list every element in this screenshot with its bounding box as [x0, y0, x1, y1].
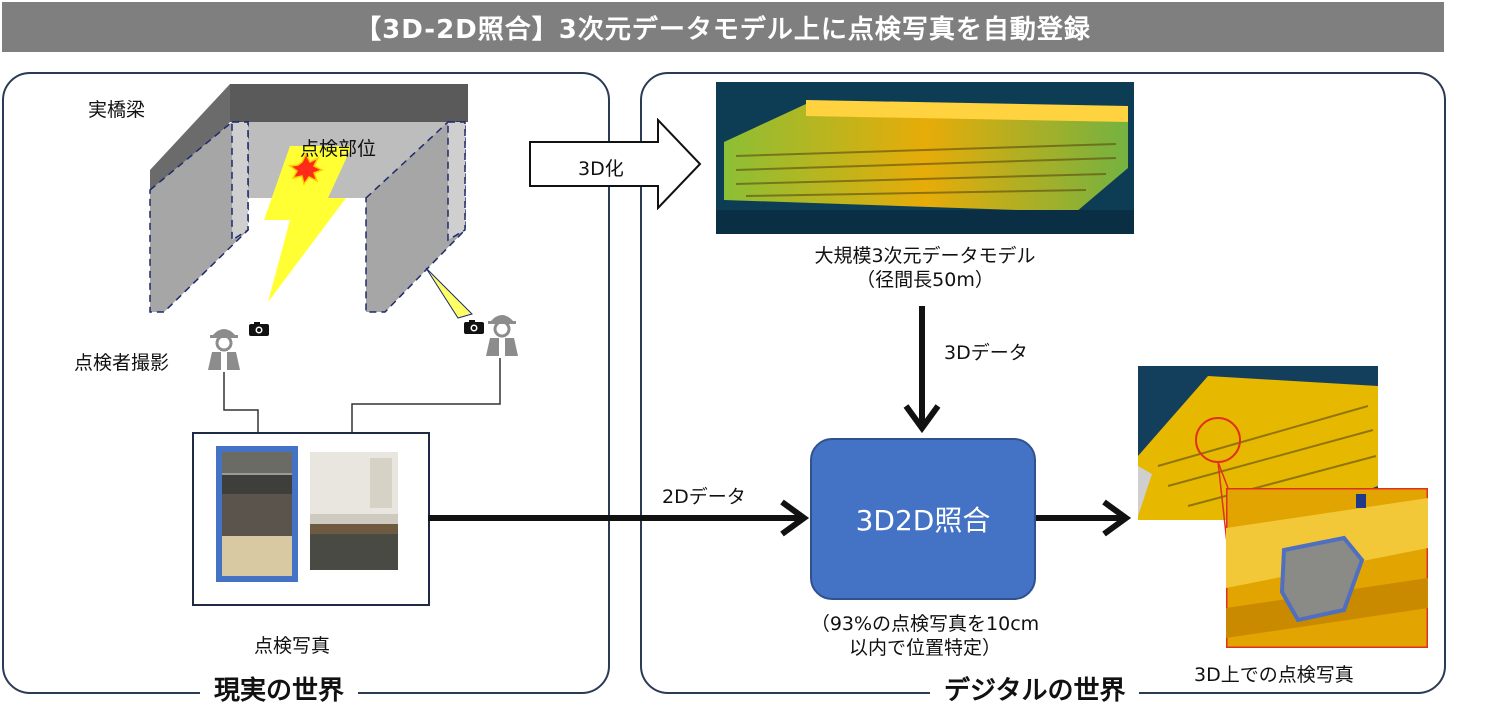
- match-note-line2: 以内で位置特定）: [848, 637, 1001, 659]
- inspection-part-label: 点検部位: [300, 138, 377, 160]
- point-cloud-model: [716, 82, 1134, 234]
- photos-label: 点検写真: [254, 635, 331, 657]
- bridge-deck-top: [230, 84, 468, 122]
- model-caption: 大規模3次元データモデル （径間長50m）: [780, 244, 1070, 292]
- inspector-icon: [486, 315, 518, 356]
- to-3d-label: 3D化: [578, 158, 624, 180]
- bridge-illustration: [149, 84, 473, 319]
- model-caption-line2: （径間長50m）: [856, 269, 994, 291]
- camera-icon: [249, 322, 269, 336]
- inspection-photo-1: [216, 446, 298, 582]
- data-3d-label: 3Dデータ: [944, 342, 1028, 364]
- inspector-icon: [208, 329, 240, 370]
- right-camera-view: [425, 267, 473, 319]
- data-2d-label: 2Dデータ: [662, 486, 746, 508]
- left-girder-face: [231, 121, 249, 242]
- digital-world-label: デジタルの世界: [930, 676, 1140, 706]
- diagram-title: 【3D-2D照合】3次元データモデル上に点検写真を自動登録: [2, 2, 1444, 52]
- to-3d-arrow: [529, 118, 702, 210]
- match-note-line1: （93%の点検写真を10cm: [810, 613, 1040, 635]
- damage-burst-icon: [288, 152, 324, 186]
- match-note: （93%の点検写真を10cm 以内で位置特定）: [780, 612, 1070, 660]
- lightning-icon: [264, 146, 352, 302]
- match-box: 3D2D照合: [810, 438, 1036, 600]
- inspector-label: 点検者撮影: [74, 352, 170, 374]
- camera-icon: [464, 320, 484, 334]
- real-world-label: 現実の世界: [200, 676, 359, 706]
- inspection-photo-2: [310, 452, 398, 570]
- result-caption: 3D上での点検写真: [1194, 664, 1354, 686]
- result-zoom-image: [1226, 488, 1428, 648]
- model-caption-line1: 大規模3次元データモデル: [814, 245, 1036, 267]
- right-girder-face: [447, 121, 466, 242]
- bridge-label: 実橋梁: [88, 99, 146, 121]
